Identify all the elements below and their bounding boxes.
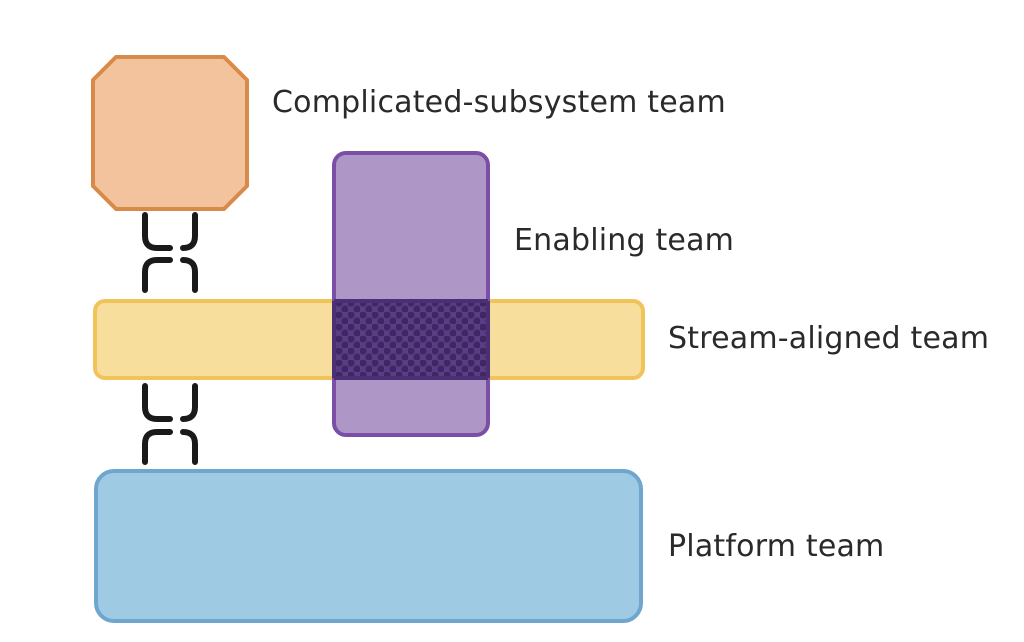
- platform-team-label: Platform team: [668, 529, 885, 564]
- enabling-team-label: Enabling team: [514, 223, 735, 258]
- stream-aligned-team-label: Stream-aligned team: [668, 321, 990, 356]
- x-as-a-service-connector-top: [142, 212, 198, 293]
- complicated-subsystem-team-shape: [91, 55, 249, 211]
- platform-team-shape: [94, 469, 643, 623]
- facilitating-overlap: [334, 301, 488, 378]
- enabling-team-shape: [332, 151, 490, 437]
- x-as-a-service-connector-bottom: [142, 383, 198, 465]
- complicated-subsystem-team-label: Complicated-subsystem team: [272, 85, 726, 120]
